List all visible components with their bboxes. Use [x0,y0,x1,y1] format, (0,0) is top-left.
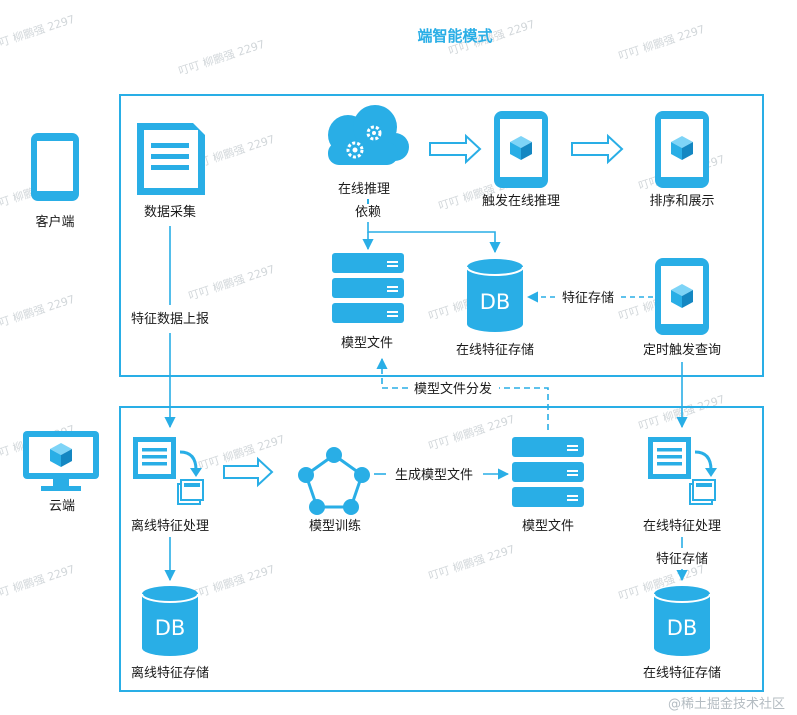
feature-process-icon [648,437,717,505]
trigger-infer-label: 触发在线推理 [482,193,560,209]
edge-label-feature-report: 特征数据上报 [131,312,209,327]
cloud-section-label: 云端 [49,499,75,514]
watermark-text: 叮叮 柳鹏强 2297 [617,22,707,63]
data-collect-label: 数据采集 [144,204,196,220]
document-icon [137,123,205,195]
edge-label-feature-store-cloud: 特征存储 [656,552,708,567]
cloud-online-store-label: 在线特征存储 [643,666,721,681]
model-train-label: 模型训练 [309,519,361,534]
watermark-text: 叮叮 柳鹏强 2297 [187,562,277,603]
database-icon: DB [466,259,524,332]
server-icon [332,253,404,323]
db-label: DB [480,290,511,314]
watermark-text: 叮叮 柳鹏强 2297 [177,37,267,78]
diagram-title: 端智能模式 [417,27,492,45]
feature-process-icon [133,437,204,505]
edge-label-depend: 依赖 [355,205,381,220]
edge-label-feature-store: 特征存储 [562,291,614,306]
client-online-store-label: 在线特征存储 [456,343,534,358]
watermark-text: 叮叮 柳鹏强 2297 [187,262,277,303]
phone-cube-icon [494,111,548,188]
watermark-text: 叮叮 柳鹏强 2297 [427,412,517,453]
db-label: DB [155,616,186,640]
client-section-label: 客户端 [35,214,74,230]
edge-label-model-distribute: 模型文件分发 [414,381,492,397]
watermark-text: 叮叮 柳鹏强 2297 [0,562,77,603]
distribute-connector [499,387,549,430]
distribute-connector [376,357,408,389]
hollow-arrow-icon [571,133,624,165]
cube-icon [50,443,72,467]
network-icon [298,447,370,515]
watermark-text: 叮叮 柳鹏强 2297 [0,12,77,53]
edge-label-gen-model-file: 生成模型文件 [395,468,473,483]
hollow-arrow-icon [429,133,482,165]
db-label: DB [667,616,698,640]
monitor-icon [23,431,99,491]
phone-icon [31,133,79,201]
footer-watermark: @稀土掘金技术社区 [668,696,785,712]
depend-connector [367,222,501,254]
cloud-model-file-label: 模型文件 [522,519,574,534]
hollow-arrow-icon [223,456,274,488]
watermark-text: 叮叮 柳鹏强 2297 [0,292,77,333]
online-infer-label: 在线推理 [338,182,390,197]
phone-cube-icon [655,111,709,188]
timed-query-label: 定时触发查询 [643,342,721,358]
client-model-file-label: 模型文件 [341,336,393,351]
database-icon: DB [653,586,711,656]
cloud-gears-icon [328,105,409,165]
offline-store-label: 离线特征存储 [131,665,209,681]
phone-cube-icon [655,258,709,335]
cloud-panel [119,406,764,692]
watermark-text: 叮叮 柳鹏强 2297 [427,542,517,583]
database-icon: DB [141,586,199,656]
online-process-label: 在线特征处理 [643,519,721,534]
offline-process-label: 离线特征处理 [131,518,209,534]
client-panel [119,94,764,377]
server-icon [512,437,584,507]
rank-display-label: 排序和展示 [649,194,714,209]
